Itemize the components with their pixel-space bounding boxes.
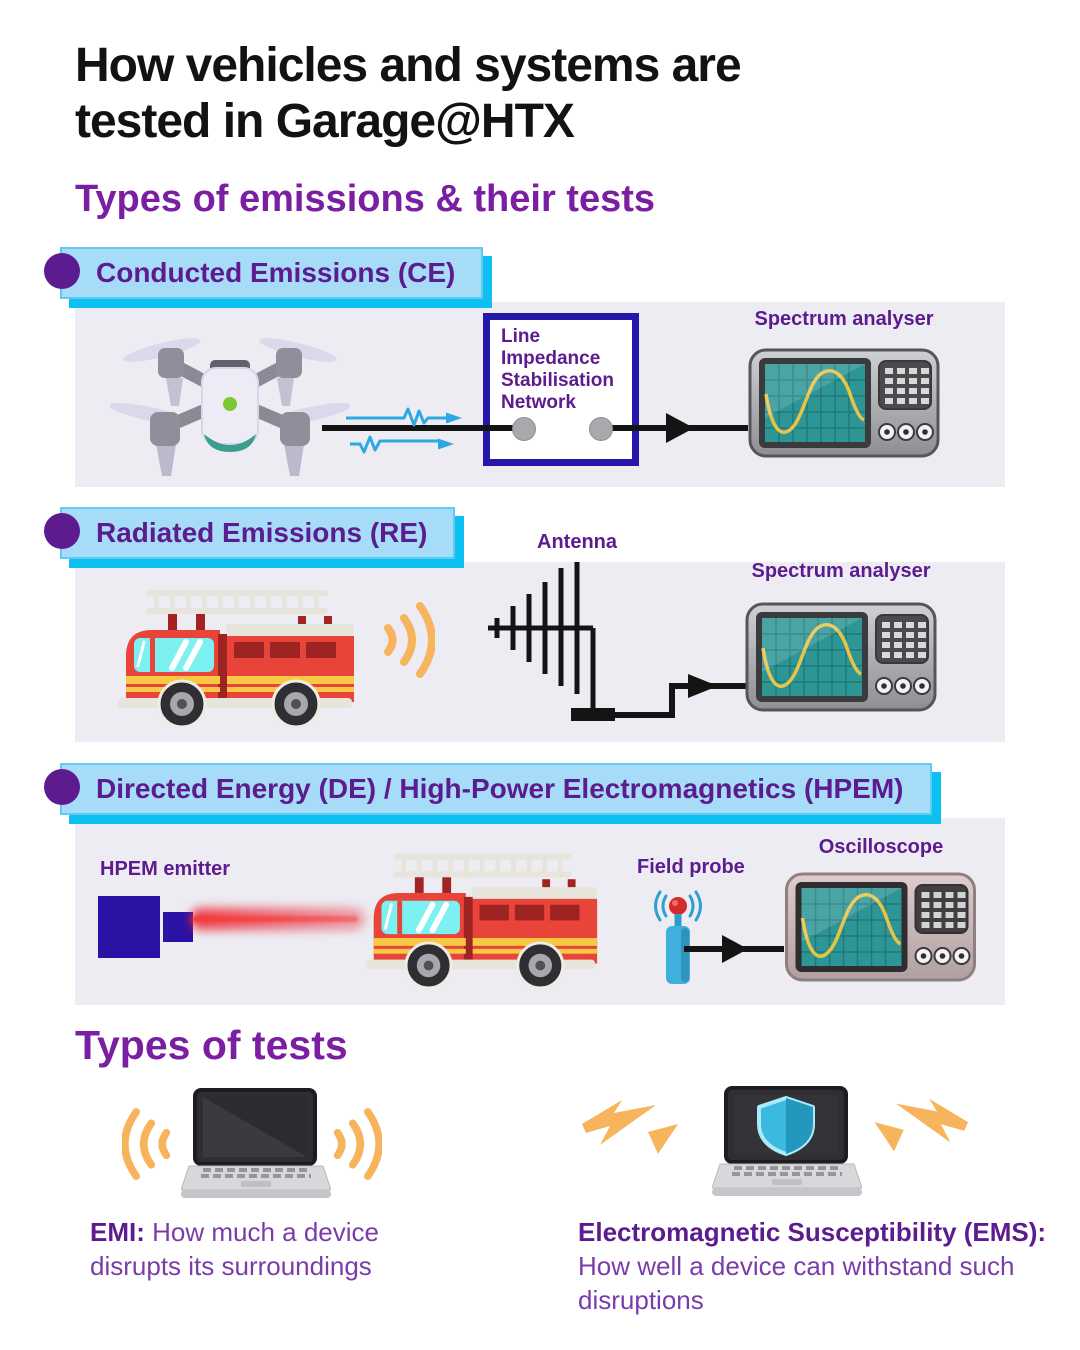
spectrum-analyser-icon	[748, 348, 940, 458]
fire-truck-icon	[118, 590, 354, 728]
bullet-icon	[44, 513, 80, 549]
tests-heading: Types of tests	[75, 1022, 348, 1068]
bullet-icon	[44, 253, 80, 289]
emission-waves-icon	[384, 602, 435, 678]
lisn-box	[483, 313, 639, 466]
probe-label: Field probe	[637, 856, 745, 878]
emi-description: How much a device disrupts its surroundi…	[90, 1217, 380, 1281]
lightning-bolt-icon	[874, 1098, 969, 1152]
fire-truck-icon	[365, 853, 598, 989]
field-probe-icon	[654, 890, 702, 984]
ems-test-text: Electromagnetic Susceptibility (EMS): Ho…	[578, 1216, 1048, 1317]
laptop-icon	[712, 1086, 862, 1196]
arrowhead-icon	[722, 935, 748, 963]
connector-dot	[589, 417, 613, 441]
section-re-header: Radiated Emissions (RE)	[60, 507, 456, 559]
arrowhead-icon	[666, 413, 694, 443]
antenna-label: Antenna	[537, 531, 617, 553]
cable	[322, 425, 523, 431]
connector-dot	[512, 417, 536, 441]
page-subtitle: Types of emissions & their tests	[75, 178, 656, 220]
section-ce-header: Conducted Emissions (CE)	[60, 247, 484, 299]
hpem-emitter-icon	[98, 896, 160, 958]
oscilloscope-icon	[785, 872, 976, 982]
emitter-label: HPEM emitter	[100, 858, 231, 880]
signal-arrows-icon	[346, 407, 462, 454]
emission-waves-icon	[333, 1108, 382, 1180]
lisn-label: Line Impedance Stabilisation Network	[501, 326, 614, 414]
hpem-emitter-nozzle	[163, 912, 193, 942]
emi-test-text: EMI: How much a device disrupts its surr…	[90, 1216, 460, 1284]
section-de-header: Directed Energy (DE) / High-Power Electr…	[60, 763, 932, 815]
page-title: How vehicles and systems are tested in G…	[75, 39, 742, 148]
antenna-icon	[488, 562, 747, 721]
instrument-label: Spectrum analyser	[751, 560, 931, 582]
lightning-bolt-icon	[582, 1100, 678, 1154]
instrument-label: Oscilloscope	[818, 836, 944, 858]
emission-waves-icon	[122, 1108, 171, 1180]
spectrum-analyser-icon	[745, 602, 937, 712]
drone-icon	[110, 338, 350, 476]
emi-term: EMI:	[90, 1217, 145, 1247]
laptop-icon	[181, 1088, 331, 1198]
energy-beam-core	[193, 916, 358, 922]
bullet-icon	[44, 769, 80, 805]
instrument-label: Spectrum analyser	[754, 308, 934, 330]
ems-term: Electromagnetic Susceptibility (EMS):	[578, 1217, 1047, 1247]
shield-icon	[757, 1096, 815, 1156]
ems-description: How well a device can withstand such dis…	[578, 1250, 1015, 1315]
